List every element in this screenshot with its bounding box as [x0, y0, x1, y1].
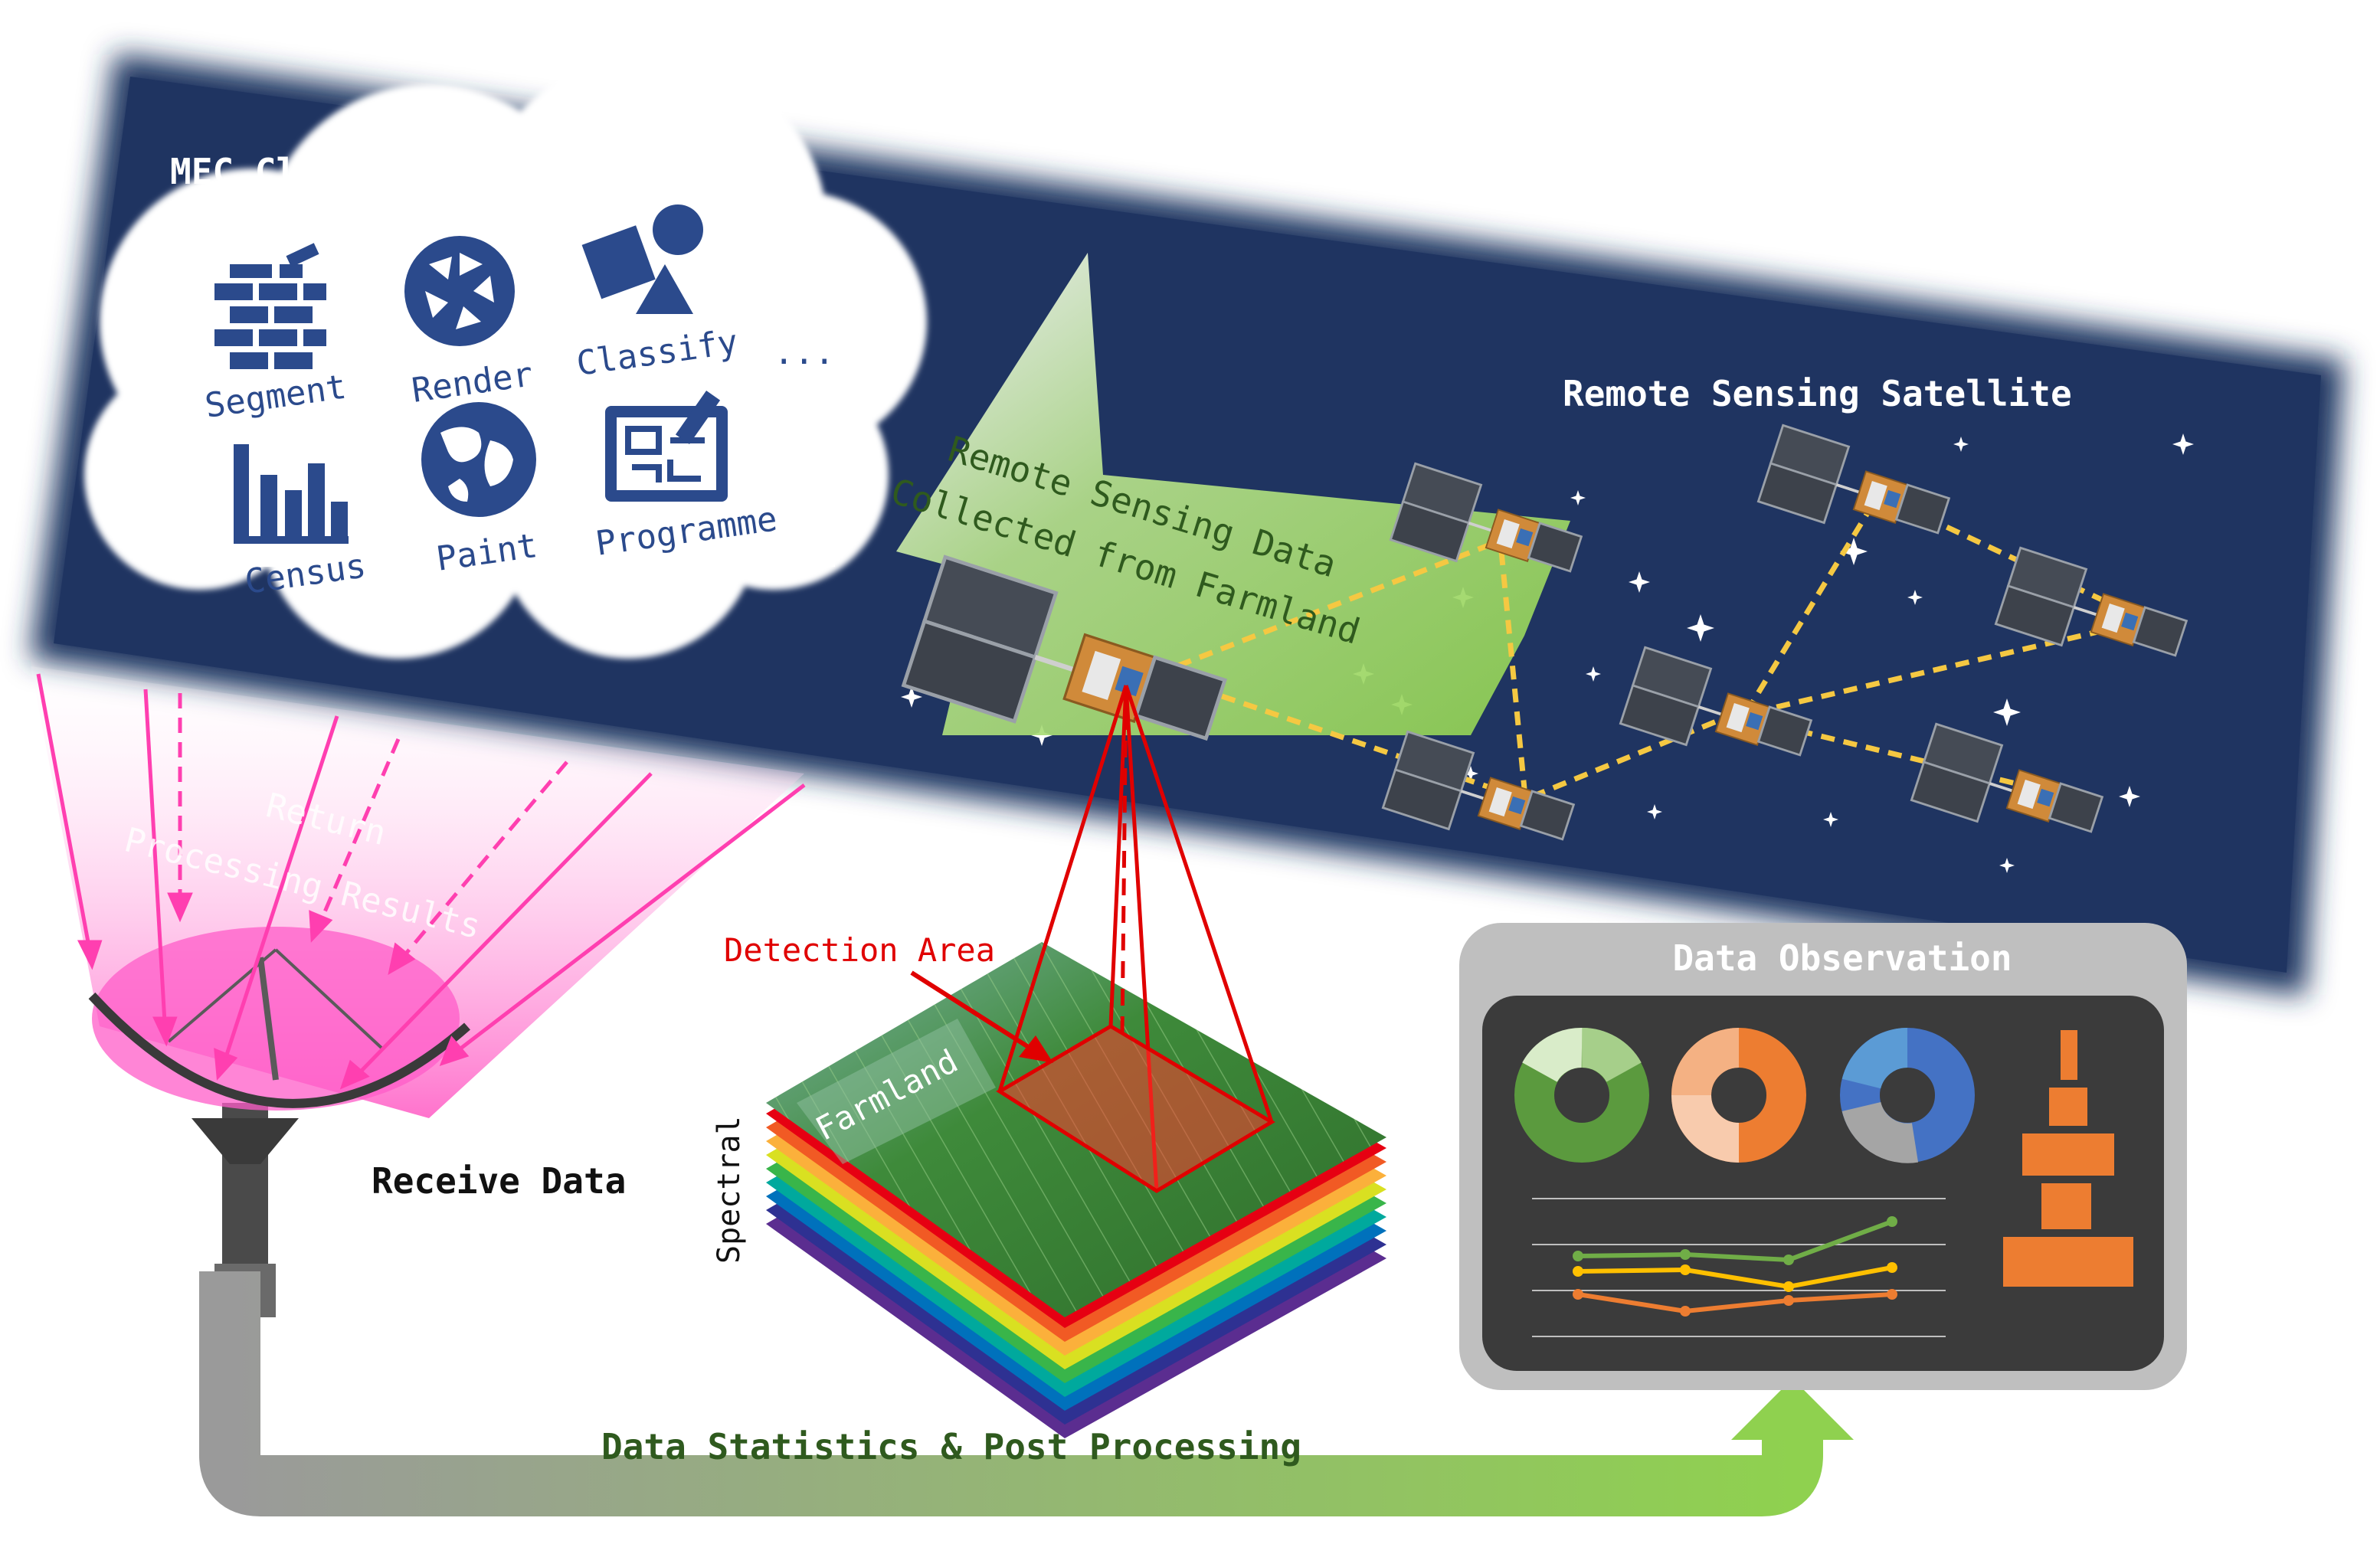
star-icon	[901, 686, 922, 708]
line-chart-gridlines	[1532, 1198, 1946, 1337]
satellite-icon	[1619, 646, 1813, 757]
donut-chart-green	[1514, 1028, 1649, 1163]
donut-chart-blue	[1840, 1028, 1975, 1163]
star-icon	[1570, 490, 1586, 505]
star-icon	[2172, 433, 2194, 455]
satellite-icon	[1389, 462, 1583, 573]
satellite-icon	[1910, 722, 2104, 833]
uplink-arrow	[896, 253, 1570, 735]
satellite-constellation	[901, 424, 2188, 841]
detection-area-patch	[996, 1024, 1275, 1193]
line-chart-series-yellow	[1573, 1262, 1897, 1292]
line-chart-series-green	[1573, 1216, 1897, 1265]
cloud-tool-more: ...	[774, 333, 834, 372]
ground-antenna	[88, 927, 470, 1317]
detection-pointer	[910, 970, 1053, 1063]
detection-pyramid	[997, 685, 1274, 1192]
satellite-icon	[1381, 730, 1576, 841]
star-icon	[1586, 666, 1601, 682]
star-icon	[1823, 812, 1838, 827]
star-icon	[2119, 786, 2140, 807]
donut-chart-orange	[1671, 1028, 1806, 1163]
star-icon	[1840, 538, 1868, 565]
pipeline-label: Data Statistics & Post Processing	[601, 1426, 1301, 1467]
satellite-title: Remote Sensing Satellite	[1563, 373, 2072, 414]
stacked-bar-figure	[2003, 1030, 2133, 1287]
satellite-icon	[1994, 546, 2188, 657]
satellite-icon	[1756, 424, 1951, 535]
return-beam-arrows	[36, 673, 806, 1090]
receive-data-label: Receive Data	[372, 1160, 626, 1202]
render-icon	[404, 236, 515, 346]
programme-icon	[605, 391, 728, 502]
data-observation-title: Data Observation	[1672, 937, 2012, 979]
segment-icon	[214, 243, 326, 369]
star-icon	[1463, 766, 1478, 781]
detection-label: Detection Area	[724, 931, 995, 969]
star-icon	[1999, 858, 2015, 873]
pipeline-arrow	[199, 1271, 1854, 1516]
star-icon	[1907, 590, 1923, 605]
star-icon	[1993, 698, 2021, 726]
line-chart-series-orange	[1573, 1289, 1897, 1317]
star-icon	[1647, 804, 1662, 819]
star-icon	[1687, 614, 1714, 642]
mec-cloud-title: MEC Cloud	[170, 151, 361, 192]
spectral-axis-label: Spectral	[712, 1116, 747, 1264]
census-icon	[234, 444, 349, 544]
classify-icon	[581, 204, 703, 314]
star-icon	[1629, 571, 1650, 593]
satellite-icon	[901, 554, 1228, 741]
paint-icon	[421, 402, 536, 517]
star-icon	[1953, 437, 1969, 452]
